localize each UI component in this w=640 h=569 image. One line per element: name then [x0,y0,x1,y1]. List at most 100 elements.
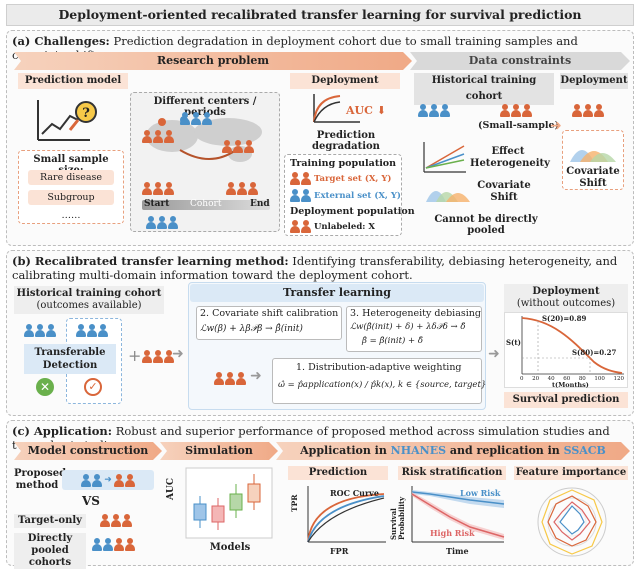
pooled-people [92,538,135,551]
target-people-b [142,350,174,363]
rare-disease-item: Rare disease [28,170,114,185]
survival-probability-label: Survival Probability [389,496,406,540]
historical-training-cohort-label: Historical training cohort [414,73,554,105]
model-construction-banner: Model construction [14,442,162,460]
chart-magnifier-icon: ? [37,100,97,141]
models-axis-label: Models [209,542,251,553]
end-label: End [250,199,270,209]
training-population-label: Training population [290,158,397,169]
step3-formula-2: β̂ = β̂(init) + δ̂ [362,336,423,346]
down-arrow-icon: ⬇ [376,104,386,117]
transfer-learning-banner: Transfer learning [190,284,484,302]
transferable-detection-label: Transferable Detection [24,344,116,374]
ellipsis-item: …… [61,210,81,221]
small-sample-box [18,150,124,224]
historical-cohort-label: Historical training cohort (outcomes ava… [14,286,164,314]
target-set-row: Target set (X, Y) [290,172,391,185]
cohort-timeline-bar [142,200,270,210]
arrow-to-step1-icon: ➜ [250,368,262,384]
covariate-shift-label: Covariate Shift [477,180,531,203]
step1-formula: ω̂ = p̂application(x) / p̂k(x), k ∈ {sou… [278,380,487,390]
svg-text:?: ? [82,106,90,121]
arrow-to-deploy-icon: ➜ [488,346,500,362]
s80-label: S(80)=0.27 [572,348,617,357]
start-label: Start [144,199,170,209]
small-sample-label: (Small-sample) [478,120,560,131]
reject-icon: ✕ [36,378,54,396]
step3-label: 3. Heterogeneity debiasing [350,308,481,319]
deployment-label: Deployment [290,73,400,89]
tpr-label: TPR [290,494,299,512]
arrow-to-transfer-icon: ➜ [172,346,184,362]
step3-formula: ℒw(β̂(init) + δ) + λδ𝒫δ → δ̂ [350,322,466,332]
hist-people-orange [500,104,532,117]
panel-a-heading: (a) Challenges: Prediction degradation i… [12,34,578,62]
feature-importance-label: Feature importance [514,466,628,480]
risk-strat-label: Risk stratification [398,466,506,480]
external-set-row: External set (X, Y) [290,189,401,202]
deployment-label-2: Deployment [560,73,628,89]
hist-people-blue [418,104,450,117]
time-label: Time [446,546,469,556]
panel-b-heading: (b) Recalibrated transfer learning metho… [12,254,618,282]
proposed-method-icons: ➜ [62,470,154,490]
low-risk-label: Low Risk [460,488,501,498]
deploy-people-b [214,372,246,385]
vs-label: VS [82,494,100,508]
deploy-arrow-icon: ➜ [550,118,562,134]
s20-label: S(20)=0.89 [542,314,587,323]
cohort-label: Cohort [190,199,222,209]
proposed-method-label: Proposed method [14,468,67,491]
arrow-small-icon: ➜ [104,475,112,485]
st-label: S(t) [506,338,521,347]
directly-pooled-label: Directly pooled cohorts [14,533,86,569]
auc-curve-icon [313,94,360,123]
research-problem-banner: Research problem [14,52,412,70]
accept-icon: ✓ [84,378,102,396]
roc-curve-plot [307,486,386,543]
survival-prediction-label: Survival prediction [504,392,628,408]
target-only-label: Target-only [14,514,86,528]
subgroup-item: Subgroup [28,190,114,205]
roc-title: ROC Curve [330,488,379,498]
feature-importance-radar [537,487,607,557]
survival-curve-plot [521,316,624,375]
step2-formula: ℒw(β) + λβ𝒫β → β̂(init) [200,324,303,334]
t-months-label: t(Months) [552,381,589,389]
covariate-shift-icon [426,191,470,202]
unlabeled-row: Unlabeled: X [290,220,375,233]
map-people-orange [142,130,174,143]
target-only-people [100,514,132,527]
step3-box [346,306,482,352]
covariate-shift-label-2: Covariate Shift [566,166,620,189]
blue-people-bottom [146,216,178,229]
simulation-boxplot [185,467,273,539]
auc-down-label: AUC ⬇ [346,104,386,117]
simulation-banner: Simulation [160,442,278,460]
prediction-model-label: Prediction model [18,73,128,89]
deploy-people [572,104,604,117]
deployment-population-label: Deployment population [290,206,415,217]
cannot-pool-label: Cannot be directly pooled [434,214,538,236]
plus-icon: + [128,346,142,365]
auc-axis-label: AUC [166,478,176,500]
step2-box [196,306,342,340]
step2-label: 2. Covariate shift calibration [200,308,339,319]
effect-heterogeneity-label: Effect Heterogeneity [470,146,550,169]
map-people-blue [180,112,212,125]
step1-box [272,358,482,404]
risk-strat-plot [411,486,505,543]
survival-plot-box [504,312,628,388]
figure-title: Deployment-oriented recalibrated transfe… [6,4,634,26]
hist-b-people-blue-2 [76,324,108,337]
hist-b-people-blue [24,324,56,337]
high-risk-label: High Risk [430,528,475,538]
start-people [142,182,174,195]
application-banner: Application in NHANES and replication in… [276,442,630,460]
step1-label: 1. Distribution-adaptive weighting [296,362,462,373]
prediction-label: Prediction [288,466,388,480]
map-people-orange-2 [222,140,254,153]
data-constraints-banner: Data constraints [410,52,630,70]
deployment-b-label: Deployment (without outcomes) [504,284,628,312]
